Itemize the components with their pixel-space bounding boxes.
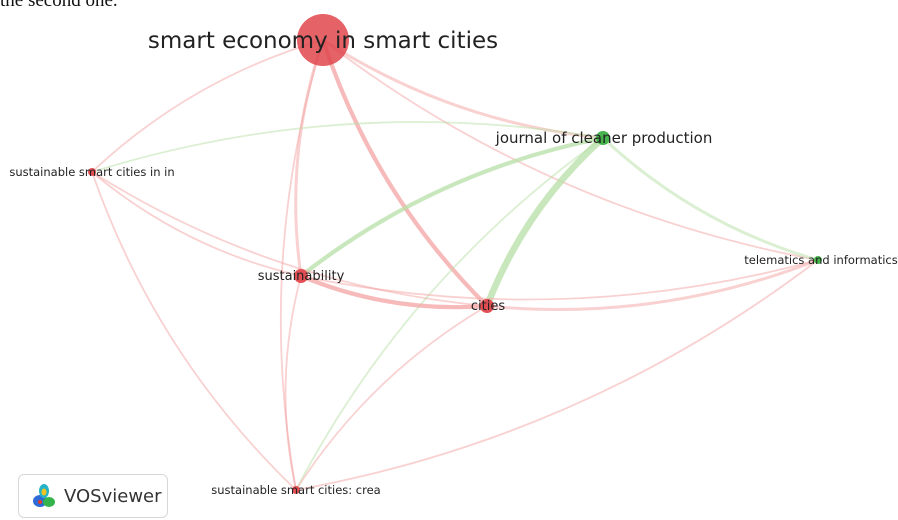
link-n3-n7 — [91, 171, 297, 491]
link-n5-n4 — [300, 259, 819, 301]
link-n1-n6 — [321, 39, 489, 308]
link-n6-n4 — [486, 258, 819, 312]
link-n2-n4 — [601, 136, 819, 262]
node-label-n2[interactable]: journal of cleaner production — [495, 129, 713, 147]
vosviewer-logo: VOSviewer — [18, 474, 168, 518]
node-label-n1[interactable]: smart economy in smart cities — [148, 28, 498, 54]
vosviewer-logo-icon — [33, 484, 55, 507]
node-label-n3[interactable]: sustainable smart cities in in — [9, 165, 174, 179]
vosviewer-logo-text: VOSviewer — [64, 485, 162, 507]
node-n5[interactable] — [294, 269, 308, 283]
node-n3[interactable] — [88, 168, 96, 176]
links-layer — [91, 38, 819, 491]
node-label-n6[interactable]: cities — [471, 299, 505, 314]
node-n6[interactable] — [480, 299, 494, 313]
node-n2[interactable] — [596, 131, 610, 145]
link-n2-n5 — [299, 135, 604, 278]
link-n6-n7 — [295, 305, 488, 491]
link-n1-n5 — [294, 39, 325, 277]
link-n7-n4 — [295, 259, 819, 491]
link-n1-n3 — [91, 39, 324, 173]
link-n3-n5 — [91, 171, 302, 277]
node-n7[interactable] — [292, 486, 300, 494]
node-label-n5[interactable]: sustainability — [258, 269, 345, 284]
node-label-n4[interactable]: telematics and informatics — [744, 253, 897, 267]
link-n1-n4 — [322, 39, 819, 261]
node-label-n7[interactable]: sustainable smart cities: crea — [211, 483, 380, 497]
node-n1[interactable] — [297, 14, 349, 66]
link-n3-n6 — [91, 171, 488, 307]
link-n2-n6 — [483, 135, 606, 308]
link-n2-n3 — [91, 121, 604, 173]
page-top-text: the second one. — [0, 0, 118, 11]
link-n5-n6 — [300, 274, 488, 310]
node-n4[interactable] — [814, 256, 822, 264]
link-n5-n7 — [284, 275, 302, 491]
nodes-layer — [88, 14, 822, 494]
labels-layer: smart economy in smart cities journal of … — [9, 28, 897, 497]
